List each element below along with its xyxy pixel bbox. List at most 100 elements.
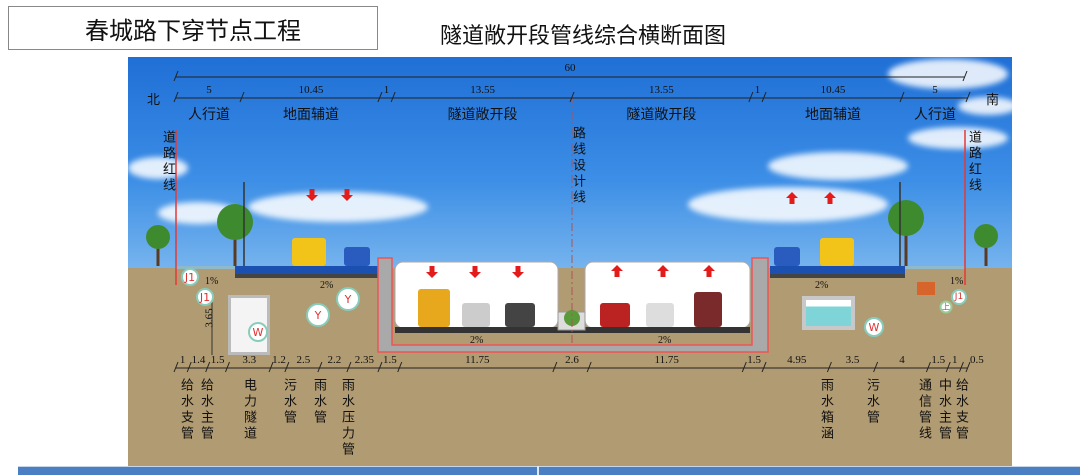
slope-label: 1%: [950, 276, 964, 287]
top-dimension-tick: [173, 91, 179, 103]
traffic-arrow-down-icon: [426, 266, 438, 278]
south-label: 南: [986, 92, 1000, 107]
total-width-label: 60: [564, 62, 576, 74]
traffic-arrow-up-icon: [611, 265, 623, 277]
car: [600, 303, 630, 327]
traffic-arrow-down-icon: [341, 189, 353, 201]
traffic-arrow-up-icon: [657, 265, 669, 277]
top-dimension-tick: [748, 91, 754, 103]
red-line-label-right: 道路红线: [967, 130, 982, 194]
cloud: [688, 187, 888, 222]
ground-soil: [128, 268, 1012, 466]
rain-box-culvert: [802, 296, 855, 330]
cross-section-diagram: [128, 57, 1012, 466]
traffic-arrow-down-icon: [512, 266, 524, 278]
bottom-dimension-tick: [741, 361, 747, 373]
bottom-dimension-value: 1.4: [191, 354, 206, 366]
pipeline-label: 中水主管: [937, 378, 952, 442]
water-main-pipe: J1: [196, 288, 214, 306]
bottom-dimension-value: 1.2: [272, 354, 286, 366]
left-sidewalk: [176, 266, 235, 269]
right-sidewalk: [905, 266, 965, 269]
bus: [820, 238, 854, 266]
bottom-dimension-tick: [945, 361, 951, 373]
bottom-dimension-tick: [205, 361, 211, 373]
segment-label: 隧道敞开段: [447, 108, 518, 123]
tree: [217, 204, 253, 240]
pipeline-label: 给水支管: [954, 378, 969, 442]
segment-label: 人行道: [188, 108, 230, 123]
bottom-dimension-value: 1: [179, 354, 186, 366]
top-dimension-value: 5: [206, 84, 212, 96]
centerline-label: 路线设计线: [571, 126, 586, 206]
bottom-dimension-value: 0.5: [970, 354, 984, 366]
bottom-dimension-value: 1: [952, 354, 958, 366]
cloud: [958, 97, 1012, 115]
water-branch-pipe: J1: [951, 289, 967, 305]
bottom-dimension-value: 1.5: [382, 354, 397, 366]
bottom-dimension-tick: [377, 361, 383, 373]
pipeline-label: 雨水管: [312, 378, 327, 426]
traffic-arrow-up-icon: [786, 192, 798, 204]
segment-label: 地面辅道: [282, 108, 339, 123]
car: [462, 303, 490, 327]
slope-label: 1%: [205, 276, 219, 287]
bottom-dimension-tick: [268, 361, 274, 373]
bottom-dimension-value: 2.35: [354, 354, 375, 366]
rain-pipe: Y: [306, 303, 330, 327]
car: [344, 247, 370, 266]
truck: [418, 289, 450, 327]
bottom-dimension-tick: [586, 361, 592, 373]
bottom-dimension-tick: [552, 361, 558, 373]
north-label: 北: [147, 92, 161, 107]
top-dimension-tick: [377, 91, 383, 103]
bottom-dimension-value: 2.6: [565, 354, 579, 366]
pipeline-label: 给水主管: [199, 378, 214, 442]
slope-label: 2%: [470, 335, 484, 346]
top-dimension-tick: [761, 91, 767, 103]
rain-pressure-pipe: Y: [336, 287, 360, 311]
sewage-pipe: W: [864, 317, 884, 337]
power-tunnel-height: 3.65: [203, 308, 216, 328]
segment-label: 地面辅道: [805, 108, 862, 123]
pipeline-label: 雨水压力管: [340, 378, 355, 458]
communication-duct: [917, 282, 935, 295]
bottom-dimension-tick: [173, 361, 179, 373]
bottom-dimension-tick: [873, 361, 879, 373]
bottom-dimension-value: 11.75: [654, 354, 679, 366]
slope-label: 2%: [815, 280, 829, 291]
left-road-base: [235, 274, 378, 278]
traffic-arrow-down-icon: [469, 266, 481, 278]
top-dimension-value: 13.55: [470, 84, 495, 96]
cloud: [248, 192, 428, 222]
bottom-dimension-value: 2.5: [296, 354, 311, 366]
pipeline-label: 污水管: [282, 378, 297, 426]
top-dimension-tick: [569, 91, 575, 103]
traffic-arrow-up-icon: [824, 192, 836, 204]
tree: [974, 224, 998, 248]
container-truck: [694, 292, 722, 327]
red-line-label-left: 道路红线: [161, 130, 176, 194]
bottom-dimension-tick: [965, 361, 971, 373]
bottom-dimension-tick: [826, 361, 832, 373]
bus: [292, 238, 326, 266]
bottom-dimension-value: 4: [899, 354, 905, 366]
bottom-dimension-tick: [958, 361, 964, 373]
bottom-dimension-tick: [346, 361, 352, 373]
top-dimension-value: 1: [754, 84, 761, 96]
right-service-road: [770, 266, 905, 274]
segment-label: 隧道敞开段: [626, 108, 697, 123]
footer-divider: [537, 466, 539, 475]
cloud: [888, 59, 1008, 89]
traffic-arrow-down-icon: [306, 189, 318, 201]
cloud: [908, 127, 1008, 149]
cloud: [768, 152, 908, 180]
footer-bar: [18, 466, 1080, 475]
top-dimension-tick: [390, 91, 396, 103]
top-dimension-value: 13.55: [649, 84, 674, 96]
bottom-dimension-tick: [317, 361, 323, 373]
slope-label: 2%: [658, 335, 672, 346]
water-branch-pipe: J1: [181, 268, 199, 286]
bottom-dimension-tick: [186, 361, 192, 373]
